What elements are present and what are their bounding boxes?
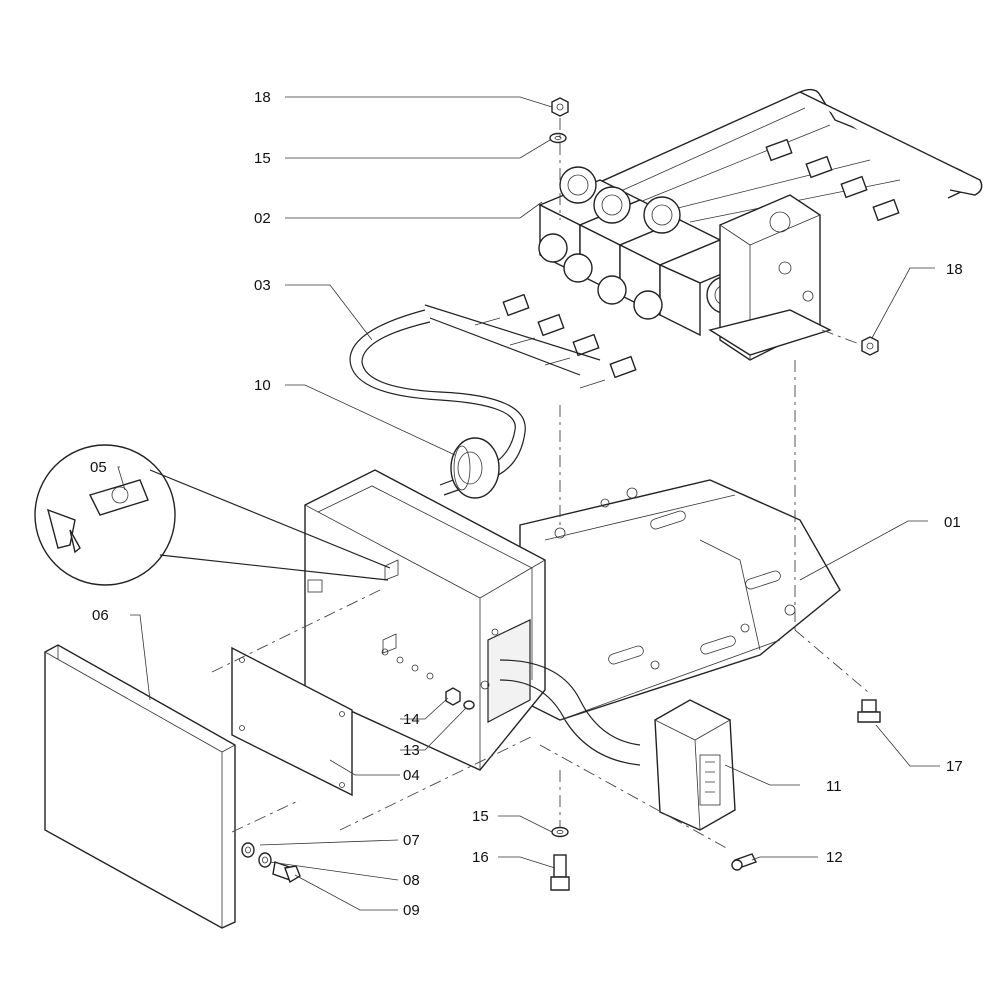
callout-01: 01 (944, 514, 961, 531)
cable-harness (499, 659, 641, 766)
washer-07 (241, 842, 255, 858)
callout-18-right: 18 (946, 261, 963, 278)
callout-10: 10 (254, 377, 271, 394)
valve-manifold-assembly (474, 88, 983, 389)
callout-09: 09 (403, 902, 420, 919)
front-lid (44, 644, 236, 929)
mounting-plate (519, 479, 841, 721)
solenoid-valve-3 (597, 196, 722, 317)
nut-top (551, 97, 569, 117)
callout-15-top: 15 (254, 150, 271, 167)
callout-18-top: 18 (254, 89, 271, 106)
nut-right (861, 336, 879, 356)
callout-labels: 18 15 02 03 10 05 06 18 01 14 13 04 11 1… (90, 89, 963, 919)
manifold-end-block (708, 194, 832, 361)
callout-08: 08 (403, 872, 420, 889)
washer-top (549, 132, 567, 144)
grommet (450, 437, 500, 499)
connector-row-bottom (474, 293, 637, 389)
assembly-centerlines (211, 118, 869, 851)
washer-08 (258, 852, 272, 868)
hose-assembly (349, 304, 601, 496)
callout-03: 03 (254, 277, 271, 294)
connector-row-top (765, 138, 900, 222)
washer-15-bottom (551, 826, 569, 838)
callout-12: 12 (826, 849, 843, 866)
fasteners (241, 97, 881, 891)
cover-plate (231, 646, 353, 797)
callout-11: 11 (826, 778, 842, 795)
callout-16: 16 (472, 849, 489, 866)
callout-05: 05 (90, 459, 107, 476)
bolt-16 (550, 854, 570, 891)
callout-07: 07 (403, 832, 420, 849)
leader-lines (117, 96, 940, 911)
enclosure-box (304, 469, 546, 771)
washer-13 (463, 700, 475, 710)
callout-15-bottom: 15 (472, 808, 489, 825)
multi-pin-connector (654, 699, 736, 831)
nut-14 (445, 687, 461, 706)
screw-09 (272, 861, 301, 884)
callout-13: 13 (403, 742, 420, 759)
callout-14: 14 (403, 711, 420, 728)
screw-12 (731, 853, 757, 871)
bolt-17 (857, 699, 881, 723)
callout-02: 02 (254, 210, 271, 227)
callout-17: 17 (946, 758, 963, 775)
callout-06: 06 (92, 607, 109, 624)
callout-04: 04 (403, 767, 420, 784)
